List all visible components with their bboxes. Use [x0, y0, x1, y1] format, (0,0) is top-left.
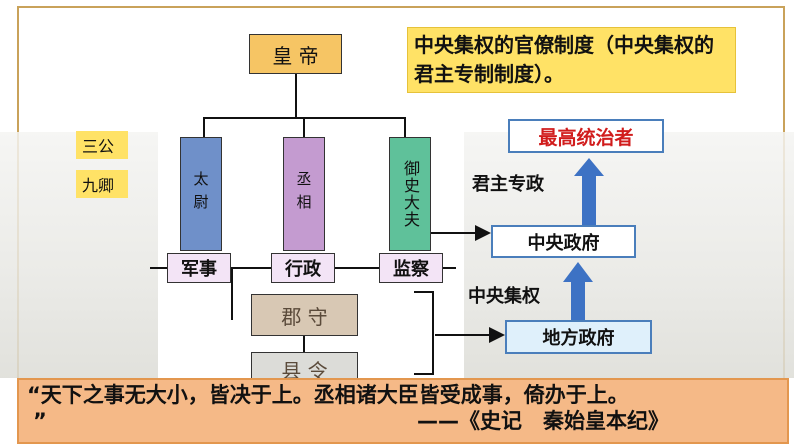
local-bracket	[414, 291, 434, 375]
quote-line2-row: ” ——《史记 秦始皇本纪》	[27, 408, 779, 436]
quote-line1: “天下之事无大小，皆决于上。丞相诸大臣皆受成事，倚办于上。	[27, 383, 629, 407]
taiwei-drop	[203, 117, 205, 137]
emperor-down-line	[295, 74, 297, 118]
function-to-junshou-line	[231, 268, 233, 320]
administration-box: 行政	[271, 253, 335, 283]
chain-middle-box: 中央政府	[491, 225, 636, 258]
chengxiang-box: 丞相	[283, 137, 325, 251]
quote-line2: ”	[33, 409, 47, 433]
junshou-box: 郡 守	[251, 294, 358, 336]
military-box: 军事	[167, 253, 231, 283]
yushi-drop	[404, 117, 406, 137]
chain-top-box: 最高统治者	[508, 119, 664, 153]
chain-bottom-box: 地方政府	[505, 320, 652, 354]
lower-block-arrow	[563, 262, 593, 320]
lower-arrow-label: 中央集权	[468, 286, 540, 307]
sangong-label: 三公	[76, 131, 128, 159]
upper-block-arrow	[574, 158, 604, 225]
quote-banner: “天下之事无大小，皆决于上。丞相诸大臣皆受成事，倚办于上。 ” ——《史记 秦始…	[17, 378, 789, 444]
supervision-box: 监察	[379, 253, 443, 283]
quote-source: ——《史记 秦始皇本纪》	[417, 409, 669, 433]
jiuqing-label: 九卿	[76, 170, 128, 198]
upper-arrow-label: 君主专政	[472, 174, 544, 195]
junshou-to-xianling-line	[303, 336, 305, 352]
taiwei-box: 太尉	[180, 137, 222, 251]
chengxiang-drop	[303, 117, 305, 137]
yushi-box: 御史大夫	[389, 137, 431, 251]
emperor-box: 皇 帝	[249, 34, 342, 74]
title-note: 中央集权的官僚制度（中央集权的君主专制制度）。	[407, 27, 736, 93]
